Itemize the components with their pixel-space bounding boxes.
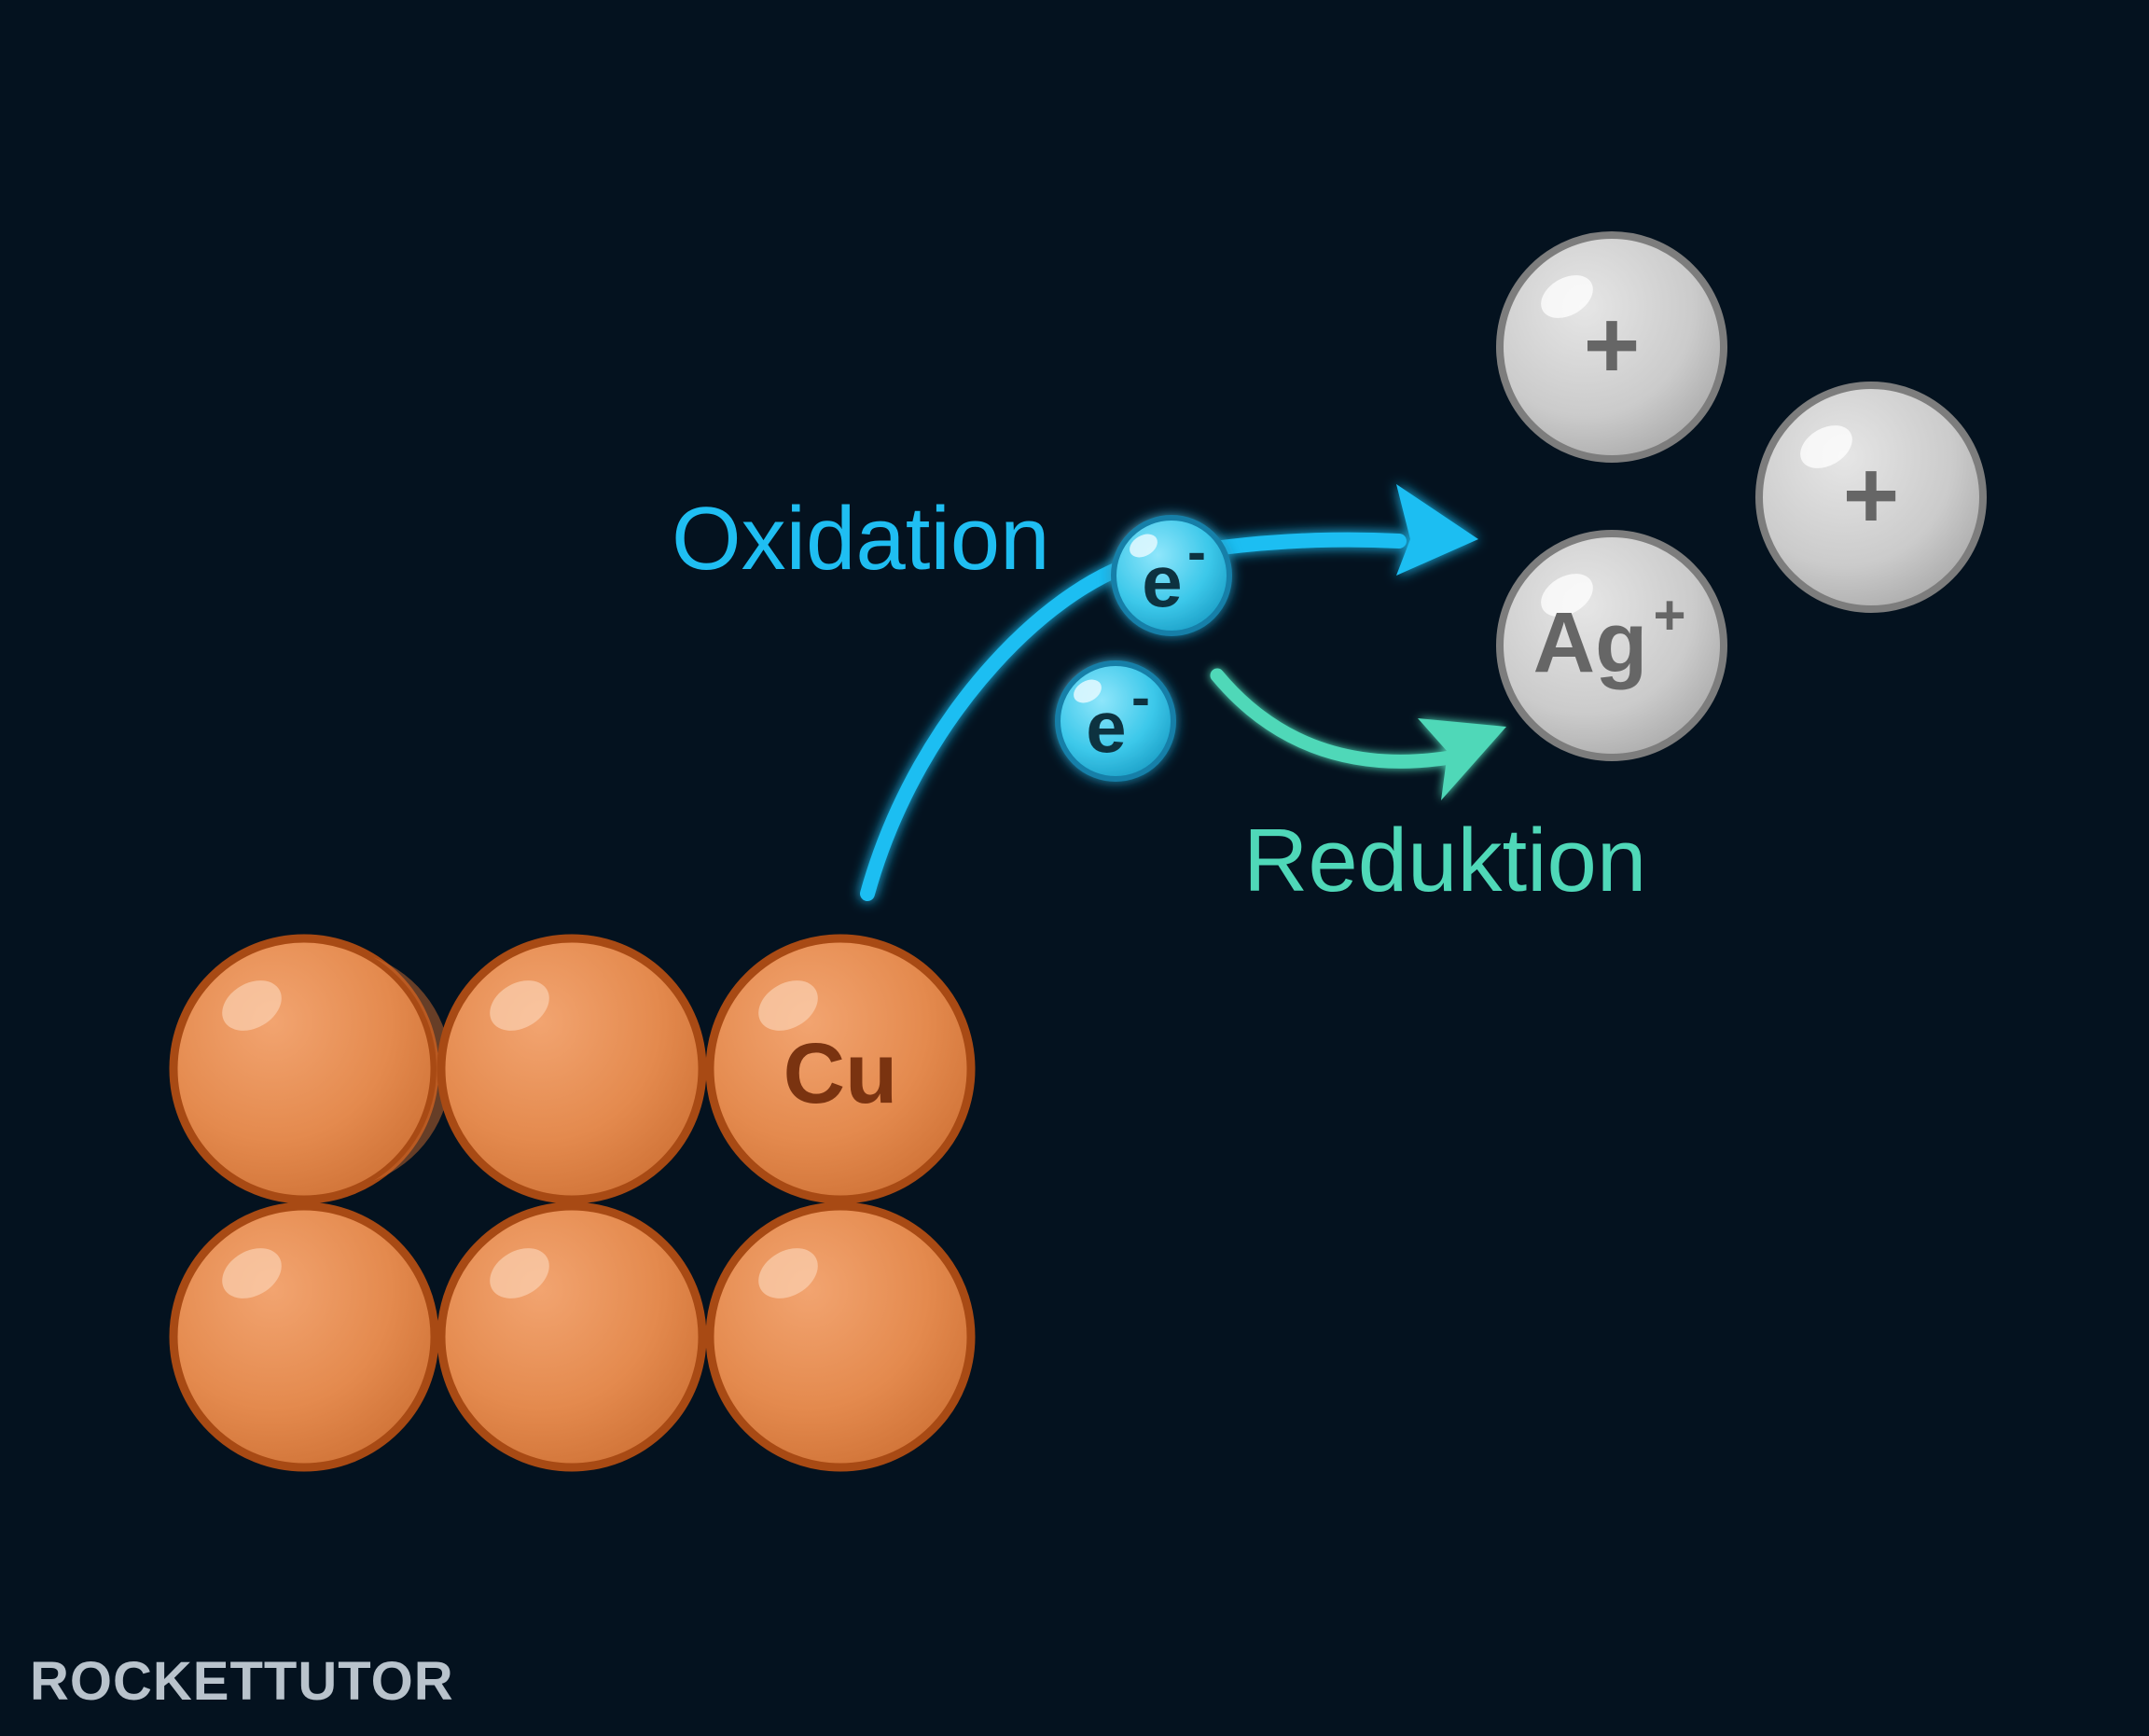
copper-atom [169,1201,439,1472]
silver-ion-label: Ag [1533,595,1648,690]
logo-text: ROCKETTUTOR [30,1651,454,1712]
electron-label: e [1142,540,1182,622]
electron: e - [1111,515,1232,636]
copper-atom [437,934,707,1204]
silver-ion: + [1755,382,1987,613]
copper-atom-labeled: Cu [705,934,976,1204]
reduction-arrow [1210,668,1506,800]
copper-atom [169,934,451,1204]
silver-ion-charge: + [1653,584,1685,646]
copper-lattice: Cu [169,934,976,1472]
ion-plus-sign: + [1843,441,1900,549]
silver-ion: + [1496,231,1727,463]
electron-charge: - [1187,521,1206,583]
oxidation-arrowhead [1396,484,1478,576]
oxidation-label: Oxidation [672,489,1050,589]
silver-ion-labeled: Ag + [1496,530,1727,761]
copper-atom [705,1201,976,1472]
electron-charge: - [1131,666,1150,729]
reduction-label: Reduktion [1243,811,1646,910]
rockettutor-logo: ROCKETTUTOR [30,1651,454,1712]
electron: e - [1055,660,1176,782]
electron-label: e [1086,686,1126,768]
copper-label: Cu [783,1026,898,1121]
reduction-arrowhead [1418,718,1506,800]
copper-atom [437,1201,707,1472]
ion-plus-sign: + [1584,291,1641,399]
